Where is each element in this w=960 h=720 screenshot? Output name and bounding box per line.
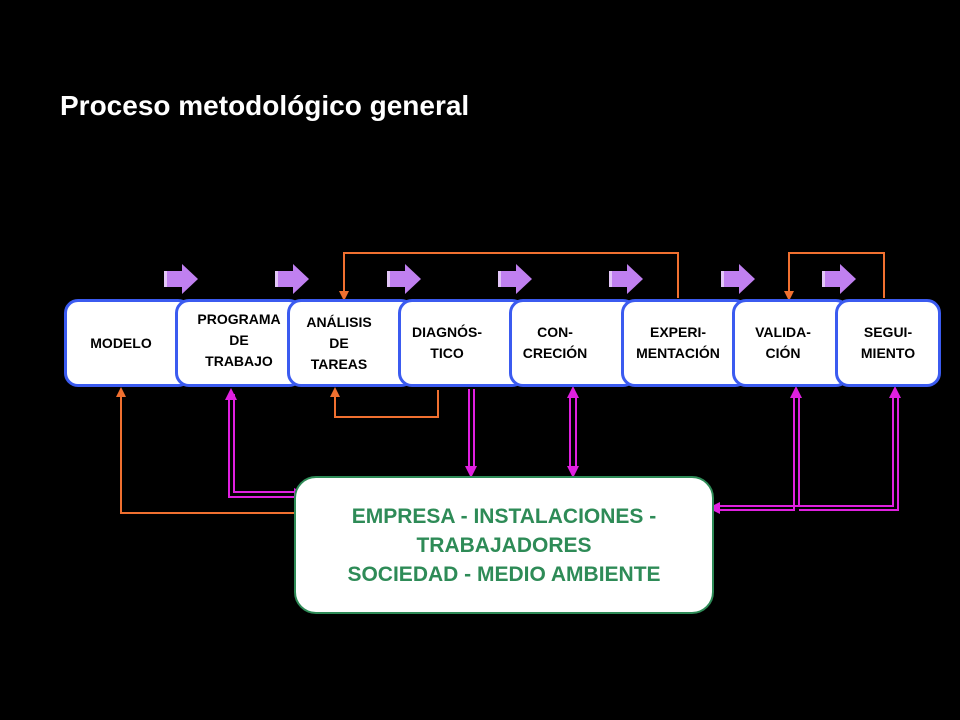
step-seguimiento: SEGUI- MIENTO (835, 299, 941, 387)
link-programa-a (228, 394, 296, 498)
step-modelo: MODELO (64, 299, 192, 387)
flow-arrow-2 (275, 264, 309, 294)
step-experimentacion-label: EXPERI- MENTACIÓN (636, 324, 720, 361)
link-empresa-to-modelo (116, 387, 296, 514)
step-programa-de-trabajo: PROGRAMA DE TRABAJO (175, 299, 303, 387)
loop-diagnostico-to-analisis (330, 387, 439, 418)
step-modelo-label: MODELO (90, 334, 152, 351)
diagram-title: Proceso metodológico general (60, 90, 470, 121)
arrowhead-diagnostico-down (465, 466, 477, 478)
arrowhead-validacion-up (790, 386, 802, 398)
step-diagnostico: DIAGNÓS- TICO (398, 299, 526, 387)
step-concrecion: CON- CRECIÓN (509, 299, 637, 387)
step-concrecion-label: CON- CRECIÓN (522, 324, 588, 361)
loop-seguimiento-to-validacion (784, 252, 885, 301)
flow-arrow-3 (387, 264, 421, 294)
step-analisis-de-tareas: ANÁLISIS DE TAREAS (287, 299, 415, 387)
arrowhead-seguimiento-up (889, 386, 901, 398)
stakeholders-line-3: SOCIEDAD - MEDIO AMBIENTE (347, 562, 661, 586)
arrowhead-programa-up (225, 388, 237, 400)
step-diagnostico-label: DIAGNÓS- TICO (412, 324, 482, 361)
stakeholders-line-1: EMPRESA - INSTALACIONES - (351, 504, 657, 528)
flow-arrow-1 (164, 264, 198, 294)
link-validacion-a (720, 396, 795, 511)
step-experimentacion: EXPERI- MENTACIÓN (621, 299, 749, 387)
step-seguimiento-label: SEGUI- MIENTO (860, 324, 916, 361)
link-programa-b (233, 394, 296, 493)
flow-arrow-7 (822, 264, 856, 294)
link-seguimiento-b (799, 396, 899, 511)
step-validacion: VALIDA- CIÓN (732, 299, 850, 387)
flow-arrow-4 (498, 264, 532, 294)
loop-experimentacion-to-analisis (339, 252, 679, 301)
link-seguimiento-a (720, 396, 894, 507)
step-validacion-label: VALIDA- CIÓN (755, 324, 811, 361)
arrowhead-empresa-left (708, 502, 720, 514)
arrowhead-concrecion-down (567, 466, 579, 478)
stakeholders-line-2: TRABAJADORES (416, 533, 592, 557)
flow-arrow-5 (609, 264, 643, 294)
step-analisis-de-tareas-label: ANÁLISIS DE TAREAS (306, 313, 372, 372)
flow-arrow-6 (721, 264, 755, 294)
step-programa-de-trabajo-label: PROGRAMA DE TRABAJO (197, 310, 281, 369)
stakeholders-box: EMPRESA - INSTALACIONES - TRABAJADORES S… (294, 476, 714, 614)
arrowhead-concrecion-up (567, 386, 579, 398)
flow-arrows (164, 264, 856, 294)
